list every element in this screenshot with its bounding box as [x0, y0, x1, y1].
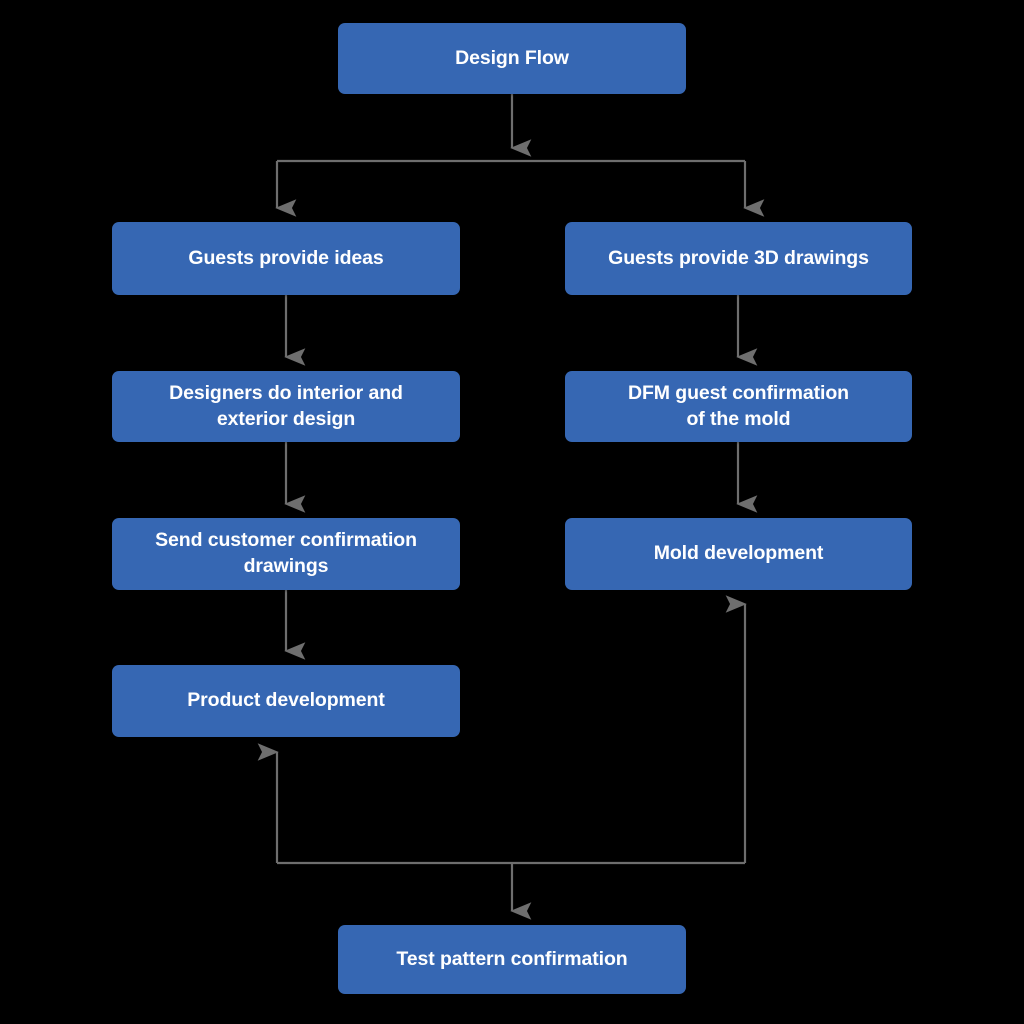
node-guests-provide-3d-drawings[interactable]: Guests provide 3D drawings [565, 222, 912, 295]
node-designers-design[interactable]: Designers do interior and exterior desig… [112, 371, 460, 442]
node-send-customer-confirmation-drawings-label: Send customer confirmation drawings [155, 529, 417, 577]
node-test-pattern-confirmation[interactable]: Test pattern confirmation [338, 925, 686, 994]
node-guests-provide-ideas[interactable]: Guests provide ideas [112, 222, 460, 295]
node-test-pattern-confirmation-label: Test pattern confirmation [396, 947, 628, 970]
node-mold-development-label: Mold development [653, 542, 824, 565]
node-product-development-label: Product development [187, 689, 385, 712]
node-dfm-guest-confirmation-label: DFM guest confirmation of the mold [628, 381, 849, 430]
node-designers-design-label: Designers do interior and exterior desig… [169, 381, 403, 430]
node-product-development[interactable]: Product development [112, 665, 460, 737]
node-design-flow-label: Design Flow [455, 46, 569, 69]
node-guests-provide-3d-drawings-label: Guests provide 3D drawings [608, 246, 869, 269]
node-dfm-guest-confirmation[interactable]: DFM guest confirmation of the mold [565, 371, 912, 442]
node-design-flow[interactable]: Design Flow [338, 23, 686, 94]
node-send-customer-confirmation-drawings[interactable]: Send customer confirmation drawings [112, 518, 460, 590]
node-mold-development[interactable]: Mold development [565, 518, 912, 590]
node-guests-provide-ideas-label: Guests provide ideas [188, 246, 384, 269]
